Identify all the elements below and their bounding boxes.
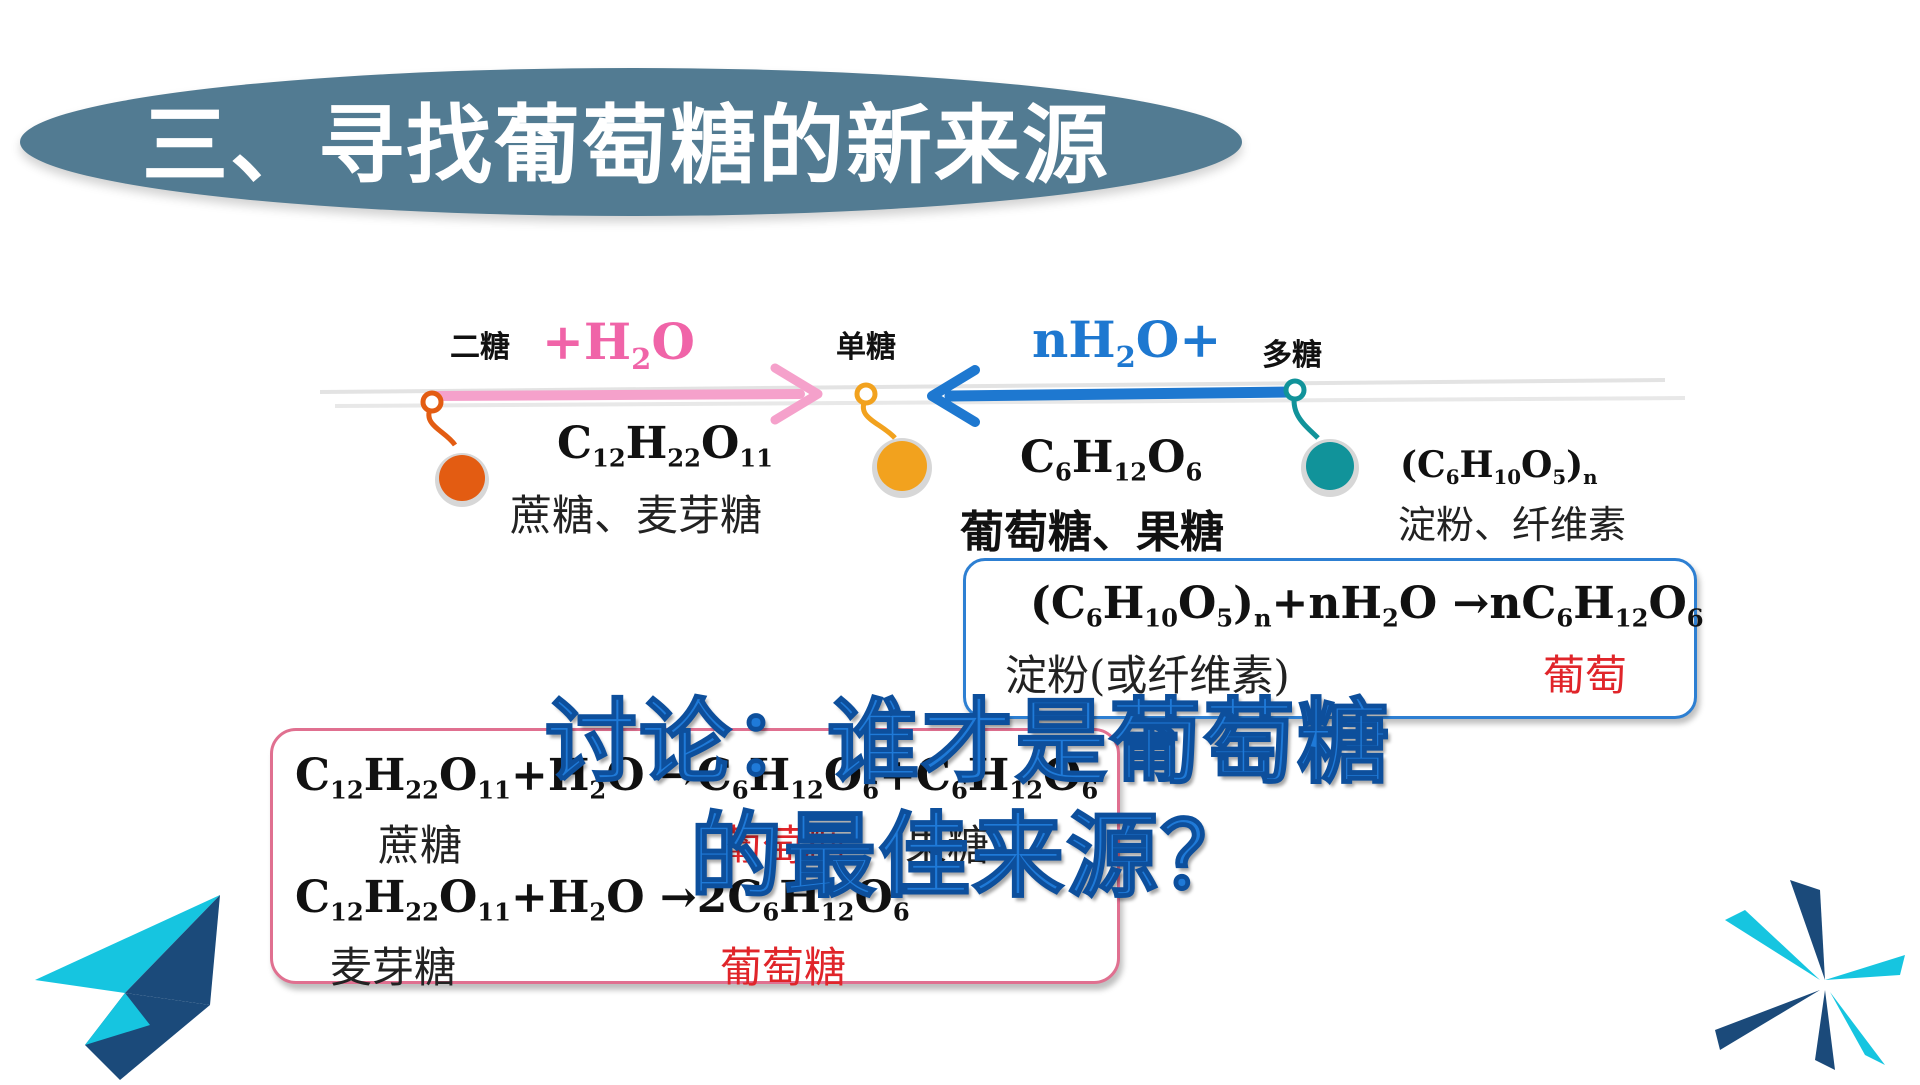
pink-arrow-head: [770, 363, 823, 425]
names-disaccharide: 蔗糖、麦芽糖: [510, 491, 763, 540]
discussion-line-1: 讨论：谁才是葡萄糖: [544, 688, 1392, 797]
glucose-name-eq1: 葡萄糖: [720, 821, 847, 870]
starch-name: 淀粉(或纤维素): [1005, 651, 1290, 700]
sucrose-hydrolysis-equation: C12H22O11+H2O →C6H12O6+C6H12O6: [295, 750, 1099, 805]
fructose-name: 果糖: [905, 821, 990, 870]
glucose-name-blue-box: 葡萄: [1543, 651, 1628, 700]
disaccharide-node: [420, 390, 489, 507]
polysaccharide-hydrolysis-equation: (C6H10O5)n+nH2O →nC6H12O6: [1030, 578, 1704, 633]
formula-monosaccharide: C6H12O6: [1020, 432, 1203, 487]
polysaccharide-node: [1283, 378, 1359, 497]
names-polysaccharide: 淀粉、纤维素: [1398, 503, 1627, 547]
maltose-hydrolysis-equation: C12H22O11+H2O →2C6H12O6: [295, 872, 910, 927]
label-monosaccharide: 单糖: [836, 330, 896, 365]
timeline-guide-line-bottom: [334, 396, 1686, 408]
sucrose-name: 蔗糖: [378, 821, 463, 870]
title-banner: [20, 68, 1242, 216]
starburst-icon: [1715, 880, 1905, 1070]
maltose-name: 麦芽糖: [330, 943, 457, 992]
glucose-name-eq2: 葡萄糖: [720, 943, 847, 992]
discussion-line-2: 的最佳来源？: [689, 802, 1255, 911]
label-disaccharide: 二糖: [450, 330, 510, 365]
saccharide-timeline: [319, 363, 1686, 507]
formula-disaccharide: C12H22O11: [557, 418, 773, 473]
blue-arrow-head: [927, 365, 980, 427]
pink-arrow-shaft: [430, 389, 805, 401]
paper-plane-icon: [35, 895, 220, 1080]
label-polysaccharide: 多糖: [1262, 338, 1322, 373]
names-monosaccharide: 葡萄糖、果糖: [960, 507, 1224, 558]
formula-polysaccharide: (C6H10O5)n: [1400, 444, 1598, 489]
reagent-water-blue: nH2O+: [1032, 310, 1222, 375]
disaccharide-hydrolysis-box: [270, 728, 1120, 984]
blue-arrow-shaft: [944, 386, 1296, 402]
page-title: 三、寻找葡萄糖的新来源: [142, 96, 1110, 196]
polysaccharide-hydrolysis-box: [963, 558, 1697, 719]
reagent-water-pink: +H2O: [542, 312, 695, 377]
timeline-guide-line-top: [319, 378, 1666, 394]
monosaccharide-node: [854, 382, 932, 498]
